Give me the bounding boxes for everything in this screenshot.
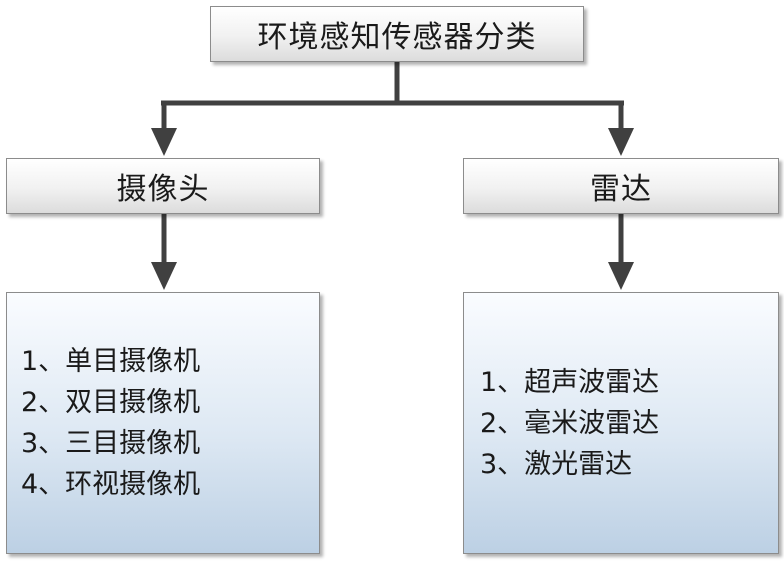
arrow-to-camera: [151, 103, 177, 156]
arrow-to-radar: [608, 103, 634, 156]
camera-node: 摄像头: [6, 158, 320, 214]
radar-node-label: 雷达: [590, 172, 652, 207]
camera-node-label: 摄像头: [116, 172, 210, 207]
camera-list-item: 2、双目摄像机: [21, 387, 201, 418]
radar-list-box: 1、超声波雷达 2、毫米波雷达 3、激光雷达: [463, 292, 779, 554]
arrow-camera-to-list: [151, 214, 177, 290]
root-node: 环境感知传感器分类: [210, 6, 584, 62]
camera-list-box: 1、单目摄像机 2、双目摄像机 3、三目摄像机 4、环视摄像机: [6, 292, 320, 554]
camera-list-item: 1、单目摄像机: [21, 346, 201, 377]
root-node-label: 环境感知传感器分类: [257, 20, 537, 55]
radar-list-item: 2、毫米波雷达: [480, 407, 660, 439]
arrow-radar-to-list: [608, 214, 634, 290]
radar-list-item: 1、超声波雷达: [480, 366, 660, 398]
camera-list-item: 4、环视摄像机: [21, 469, 201, 500]
camera-list-item: 3、三目摄像机: [21, 428, 201, 459]
radar-list-item: 3、激光雷达: [480, 448, 633, 480]
radar-node: 雷达: [463, 158, 779, 214]
